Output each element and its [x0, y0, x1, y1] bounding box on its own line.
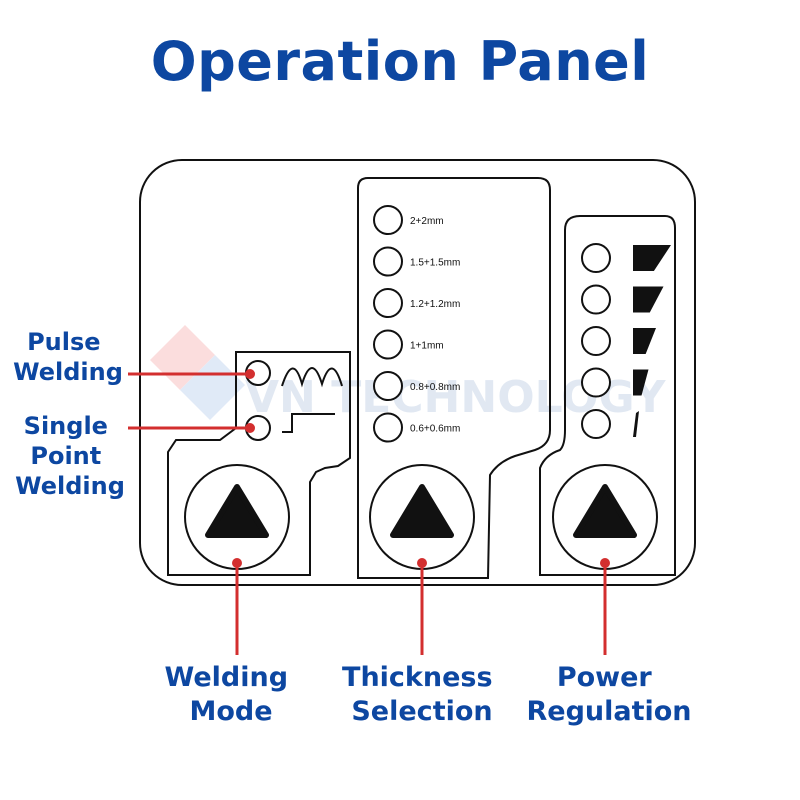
power-regulation-label: Power Regulation — [526, 662, 691, 727]
thickness-option-label: 0.6+0.6mm — [410, 424, 460, 435]
callout-dot-welding-mode — [232, 558, 242, 568]
thickness-indicator — [373, 246, 403, 277]
thickness-option-label: 2+2mm — [410, 216, 444, 227]
single-step-icon — [282, 413, 335, 433]
thickness-selection-label: Thickness Selection — [342, 662, 502, 727]
welding-mode-label: Welding Mode — [165, 662, 298, 727]
callout-dot-power — [600, 558, 610, 568]
thickness-option-label: 1.5+1.5mm — [410, 258, 460, 269]
thickness-indicator — [373, 412, 403, 443]
power-level-bar-icon — [633, 286, 664, 313]
power-level-bar-icon — [633, 245, 671, 271]
thickness-panel — [357, 177, 551, 579]
callout-dot-thickness — [417, 558, 427, 568]
power-level-bar-icon — [633, 328, 656, 354]
triangle-up-icon — [205, 484, 269, 538]
power-level-indicator — [581, 409, 611, 439]
thickness-option-label: 1.2+1.2mm — [410, 299, 460, 310]
power-level-list — [581, 243, 671, 439]
thickness-option-list: 2+2mm 1.5+1.5mm 1.2+1.2mm 1+1mm 0.8+0.8mm 0.6… — [373, 205, 460, 443]
power-level-indicator — [581, 367, 611, 398]
thickness-option-label: 0.8+0.8mm — [410, 382, 460, 393]
power-level-indicator — [581, 243, 611, 273]
power-regulation-button[interactable] — [552, 464, 658, 570]
welding-mode-button[interactable] — [184, 464, 290, 570]
pulse-wave-icon — [281, 367, 343, 388]
power-level-bar-icon — [633, 411, 639, 437]
thickness-indicator — [373, 371, 403, 401]
page-title: Operation Panel — [150, 30, 650, 93]
thickness-indicator — [373, 329, 403, 360]
single-point-welding-label: Single Point Welding — [15, 412, 125, 500]
callout-dot-pulse — [245, 369, 255, 379]
triangle-up-icon — [573, 484, 637, 538]
welding-mode-panel — [167, 351, 351, 576]
power-panel — [539, 215, 676, 576]
triangle-up-icon — [390, 484, 454, 538]
power-level-indicator — [581, 326, 611, 356]
thickness-indicator — [373, 205, 403, 235]
power-level-bar-icon — [633, 369, 649, 396]
pulse-welding-label: Pulse Welding — [13, 328, 123, 386]
thickness-indicator — [373, 288, 403, 318]
thickness-option-label: 1+1mm — [410, 341, 444, 352]
thickness-selection-button[interactable] — [369, 464, 475, 570]
power-level-indicator — [581, 284, 611, 315]
callout-dot-single — [245, 423, 255, 433]
